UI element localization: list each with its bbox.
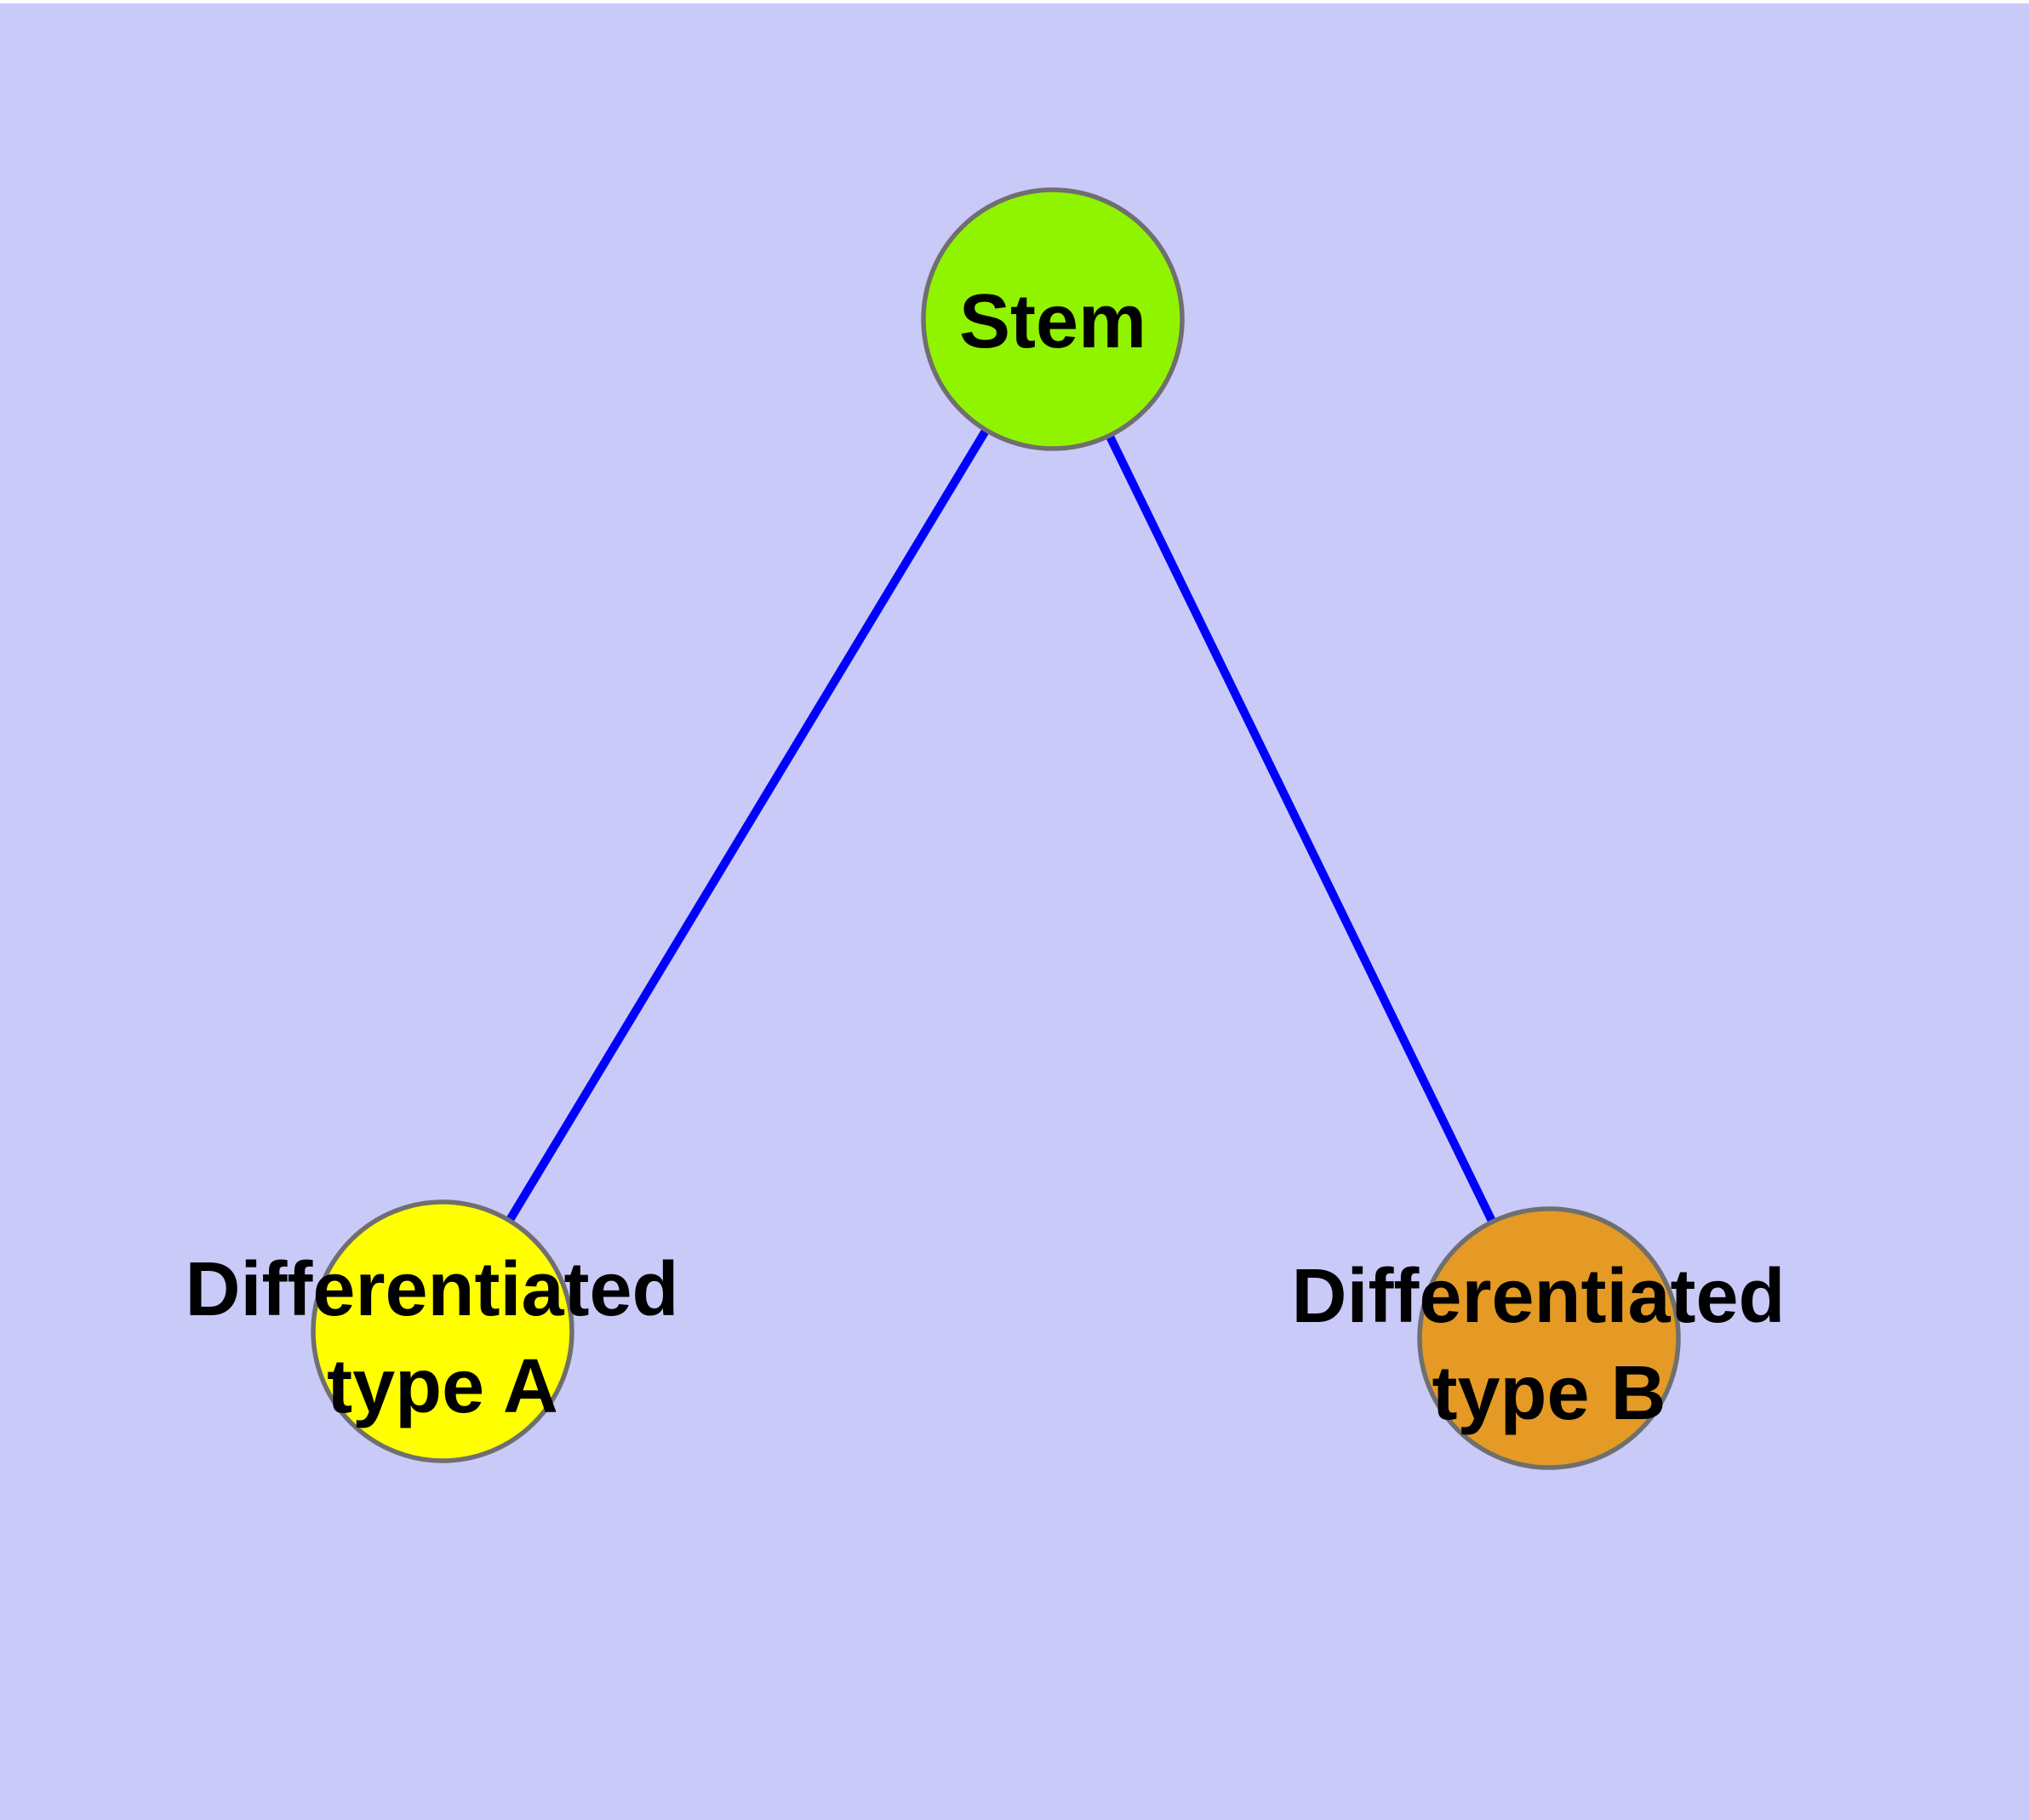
node-stem-circle [921, 187, 1185, 451]
edge-stem-to-type-a [438, 317, 1057, 1334]
node-type-b-label-line2: type B [1432, 1351, 1666, 1436]
node-differentiated-type-b: Differentiated type B [1291, 1206, 1806, 1470]
node-differentiated-type-a: Differentiated type A [185, 1199, 700, 1463]
node-type-b-label-line1: Differentiated [1291, 1254, 1785, 1339]
node-type-b-label: Differentiated type B [1291, 1254, 1806, 1436]
node-stem: Stem [921, 187, 1185, 451]
node-type-a-label: Differentiated type A [185, 1247, 700, 1429]
node-type-a-label-line1: Differentiated [185, 1247, 678, 1332]
top-margin-strip [0, 0, 2029, 3]
node-type-a-label-line2: type A [327, 1344, 558, 1429]
node-type-a-circle [311, 1199, 574, 1463]
node-stem-label: Stem [959, 279, 1146, 364]
node-type-b-circle [1417, 1206, 1681, 1470]
edge-stem-to-type-b [1049, 317, 1553, 1341]
